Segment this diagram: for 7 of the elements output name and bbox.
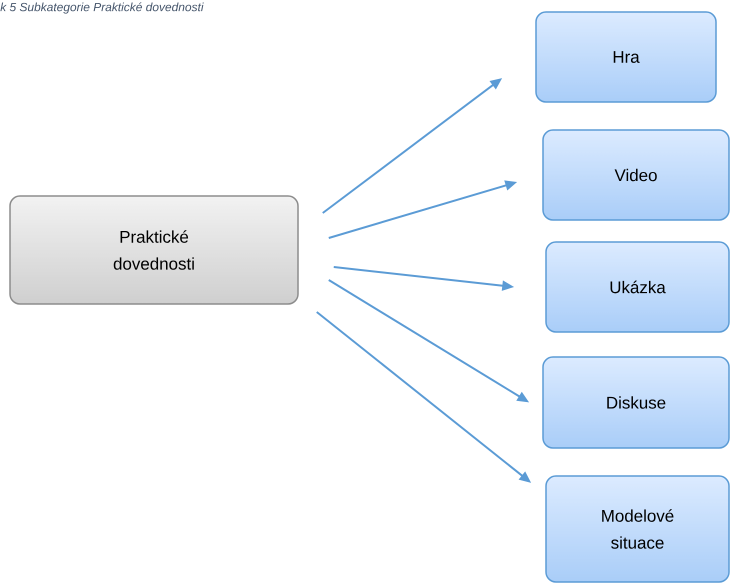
topic-box: Praktické dovednosti [9, 195, 299, 305]
caption: k 5 Subkategorie Praktické dovednosti [0, 2, 204, 14]
category-box: Video [542, 129, 730, 221]
category-box: Modelové situace [545, 475, 730, 583]
category-box: Hra [535, 11, 717, 103]
category-box: Ukázka [545, 241, 730, 333]
category-box: Diskuse [542, 356, 730, 449]
